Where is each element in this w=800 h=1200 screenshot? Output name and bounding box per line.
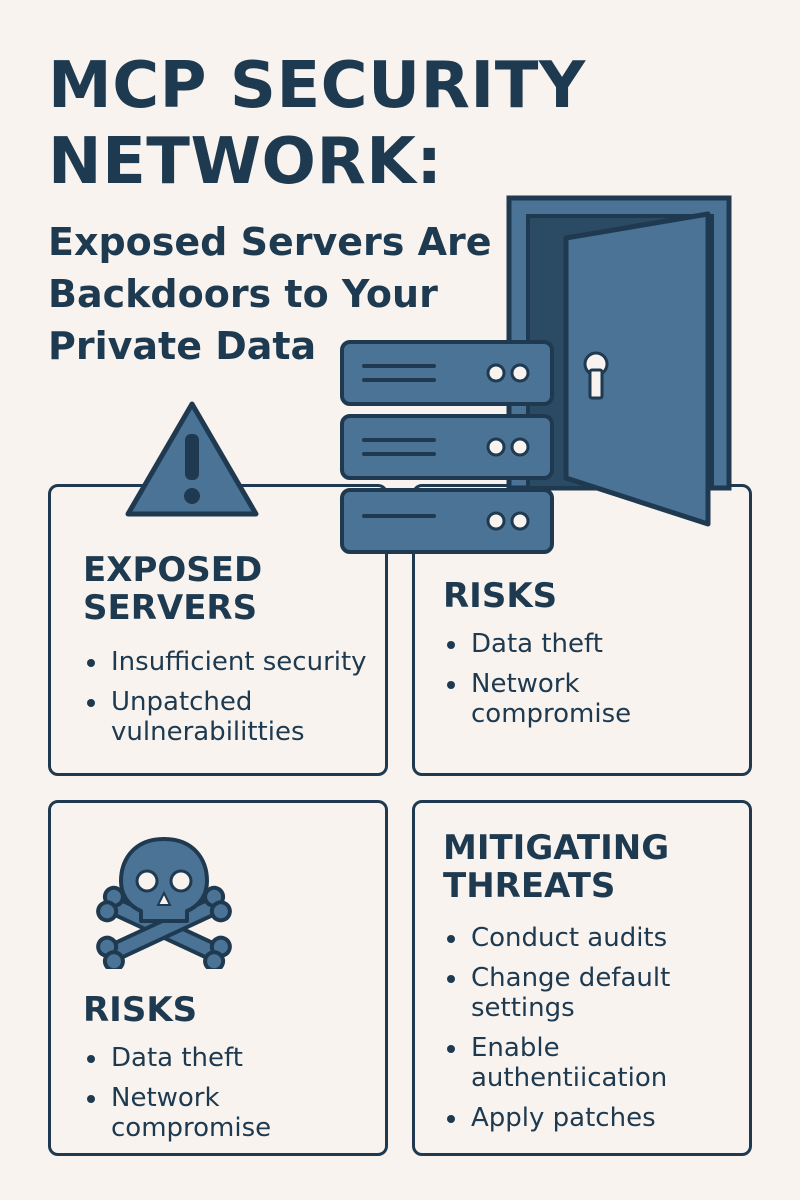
card-exposed-servers-list: Insufficient security Unpatched vulnerab… xyxy=(83,647,383,757)
list-item: Enable authentiication xyxy=(443,1033,693,1093)
page-subtitle: Exposed Servers Are Backdoors to Your Pr… xyxy=(48,216,518,372)
list-item: Data theft xyxy=(83,1043,383,1073)
list-item: Apply patches xyxy=(443,1103,693,1133)
card-exposed-servers: EXPOSED SERVERS Insufficient security Un… xyxy=(48,484,388,776)
subtitle-line-3: Private Data xyxy=(48,324,317,368)
card-exposed-servers-title-line-2: SERVERS xyxy=(83,588,258,628)
card-exposed-servers-title: EXPOSED SERVERS xyxy=(83,551,262,627)
list-item: Change default settings xyxy=(443,963,693,1023)
card-mitigating-threats-title-line-2: THREATS xyxy=(443,866,616,906)
title-line-2: NETWORK: xyxy=(48,125,443,199)
list-item: Data theft xyxy=(443,629,663,659)
subtitle-line-2: Backdoors to Your xyxy=(48,272,438,316)
card-exposed-servers-title-line-1: EXPOSED xyxy=(83,550,263,590)
card-risks-top-title: RISKS xyxy=(443,576,558,616)
card-risks-top: RISKS Data theft Network compromise xyxy=(412,484,752,776)
title-line-1: MCP SECURITY xyxy=(48,49,586,123)
card-risks-bottom-title: RISKS xyxy=(83,990,198,1030)
open-door-icon xyxy=(506,195,732,527)
list-item: Unpatched vulnerabilitties xyxy=(83,687,311,747)
card-mitigating-threats-title: MITIGATING THREATS xyxy=(443,829,669,905)
subtitle-line-1: Exposed Servers Are xyxy=(48,220,492,264)
card-mitigating-threats: MITIGATING THREATS Conduct audits Change… xyxy=(412,800,752,1156)
page-title: MCP SECURITY NETWORK: xyxy=(48,48,688,200)
warning-icon xyxy=(125,401,259,517)
skull-crossbones-icon xyxy=(96,837,232,969)
card-mitigating-threats-title-line-1: MITIGATING xyxy=(443,828,670,868)
card-risks-bottom-list: Data theft Network compromise xyxy=(83,1043,383,1153)
list-item: Network compromise xyxy=(443,669,663,729)
list-item: Insufficient security xyxy=(83,647,383,677)
card-risks-top-list: Data theft Network compromise xyxy=(443,629,663,739)
keyhole-icon xyxy=(583,351,609,400)
list-item: Network compromise xyxy=(83,1083,383,1143)
card-risks-bottom: RISKS Data theft Network compromise xyxy=(48,800,388,1156)
list-item: Conduct audits xyxy=(443,923,693,953)
card-mitigating-threats-list: Conduct audits Change default settings E… xyxy=(443,923,693,1143)
server-rack-icon xyxy=(340,340,554,554)
